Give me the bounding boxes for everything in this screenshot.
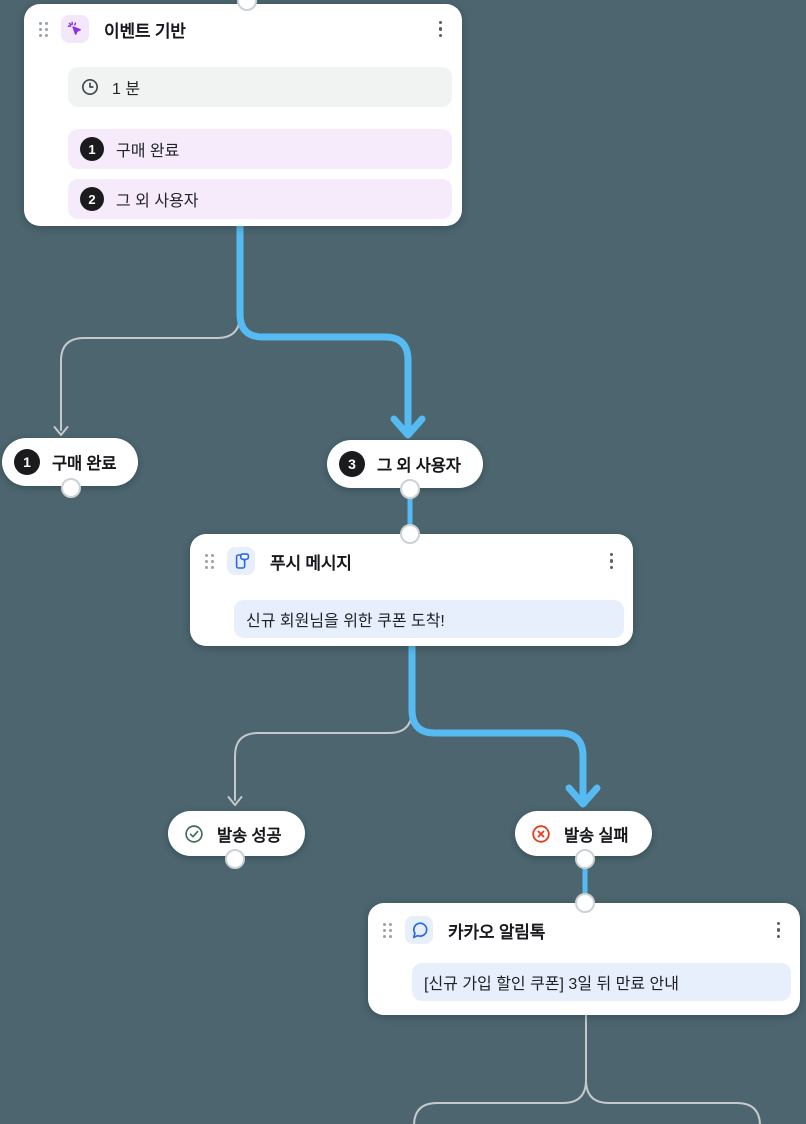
node-title: 카카오 알림톡 — [448, 922, 546, 942]
push-message-preview[interactable]: 신규 회원님을 위한 쿠폰 도착! — [234, 600, 624, 638]
push-message-node-card[interactable]: 푸시 메시지 신규 회원님을 위한 쿠폰 도착! — [190, 534, 633, 646]
kakao-message-text: [신규 가입 할인 쿠폰] 3일 뒤 만료 안내 — [424, 976, 679, 993]
condition-label: 그 외 사용자 — [116, 193, 199, 210]
push-card-header: 푸시 메시지 — [190, 534, 633, 575]
edge-push-to-success — [227, 674, 413, 806]
delay-label: 1 분 — [112, 81, 141, 98]
branch-label: 그 외 사용자 — [377, 457, 461, 475]
drag-handle-icon[interactable] — [205, 553, 214, 569]
node-title: 이벤트 기반 — [104, 21, 186, 41]
result-pill-fail[interactable]: 발송 실패 — [515, 811, 653, 856]
success-icon — [183, 823, 205, 845]
push-message-icon — [227, 547, 255, 575]
connection-port[interactable] — [575, 893, 595, 913]
branch-label: 구매 완료 — [52, 455, 117, 473]
kebab-menu-icon[interactable] — [773, 918, 785, 943]
push-message-text: 신규 회원님을 위한 쿠폰 도착! — [246, 613, 445, 630]
result-pill-success[interactable]: 발송 성공 — [168, 811, 306, 856]
trigger-card-header: 이벤트 기반 — [24, 4, 462, 43]
condition-number: 2 — [80, 187, 104, 211]
result-label: 발송 실패 — [564, 826, 629, 845]
kebab-menu-icon[interactable] — [606, 549, 618, 574]
connection-port[interactable] — [575, 849, 595, 869]
branch-number: 3 — [339, 451, 365, 477]
kakao-talk-icon — [405, 916, 433, 944]
condition-row[interactable]: 2 그 외 사용자 — [68, 179, 452, 219]
condition-label: 구매 완료 — [116, 143, 180, 160]
node-title: 푸시 메시지 — [270, 553, 352, 573]
edge-trigger-to-others — [236, 218, 426, 439]
edge-push-to-fail — [408, 640, 601, 808]
edge-kakao-fork — [413, 1012, 761, 1124]
kakao-alimtalk-node-card[interactable]: 카카오 알림톡 [신규 가입 할인 쿠폰] 3일 뒤 만료 안내 — [368, 903, 800, 1015]
trigger-node-card[interactable]: 이벤트 기반 1 분 1 구매 완료 2 그 외 사용자 — [24, 4, 462, 226]
result-label: 발송 성공 — [217, 826, 282, 845]
kebab-menu-icon[interactable] — [435, 17, 447, 42]
connection-port[interactable] — [61, 478, 81, 498]
event-trigger-icon — [61, 15, 89, 43]
connection-port[interactable] — [400, 524, 420, 544]
fail-icon — [530, 823, 552, 845]
condition-row[interactable]: 1 구매 완료 — [68, 129, 452, 169]
kakao-message-preview[interactable]: [신규 가입 할인 쿠폰] 3일 뒤 만료 안내 — [412, 963, 791, 1001]
delay-row[interactable]: 1 분 — [68, 67, 452, 107]
kakao-card-header: 카카오 알림톡 — [368, 903, 800, 944]
connection-port[interactable] — [225, 849, 245, 869]
clock-icon — [80, 77, 100, 97]
connection-port[interactable] — [400, 479, 420, 499]
condition-number: 1 — [80, 137, 104, 161]
edge-trigger-to-purchase — [53, 249, 241, 436]
drag-handle-icon[interactable] — [383, 922, 392, 938]
branch-number: 1 — [14, 449, 40, 475]
drag-handle-icon[interactable] — [39, 21, 48, 37]
